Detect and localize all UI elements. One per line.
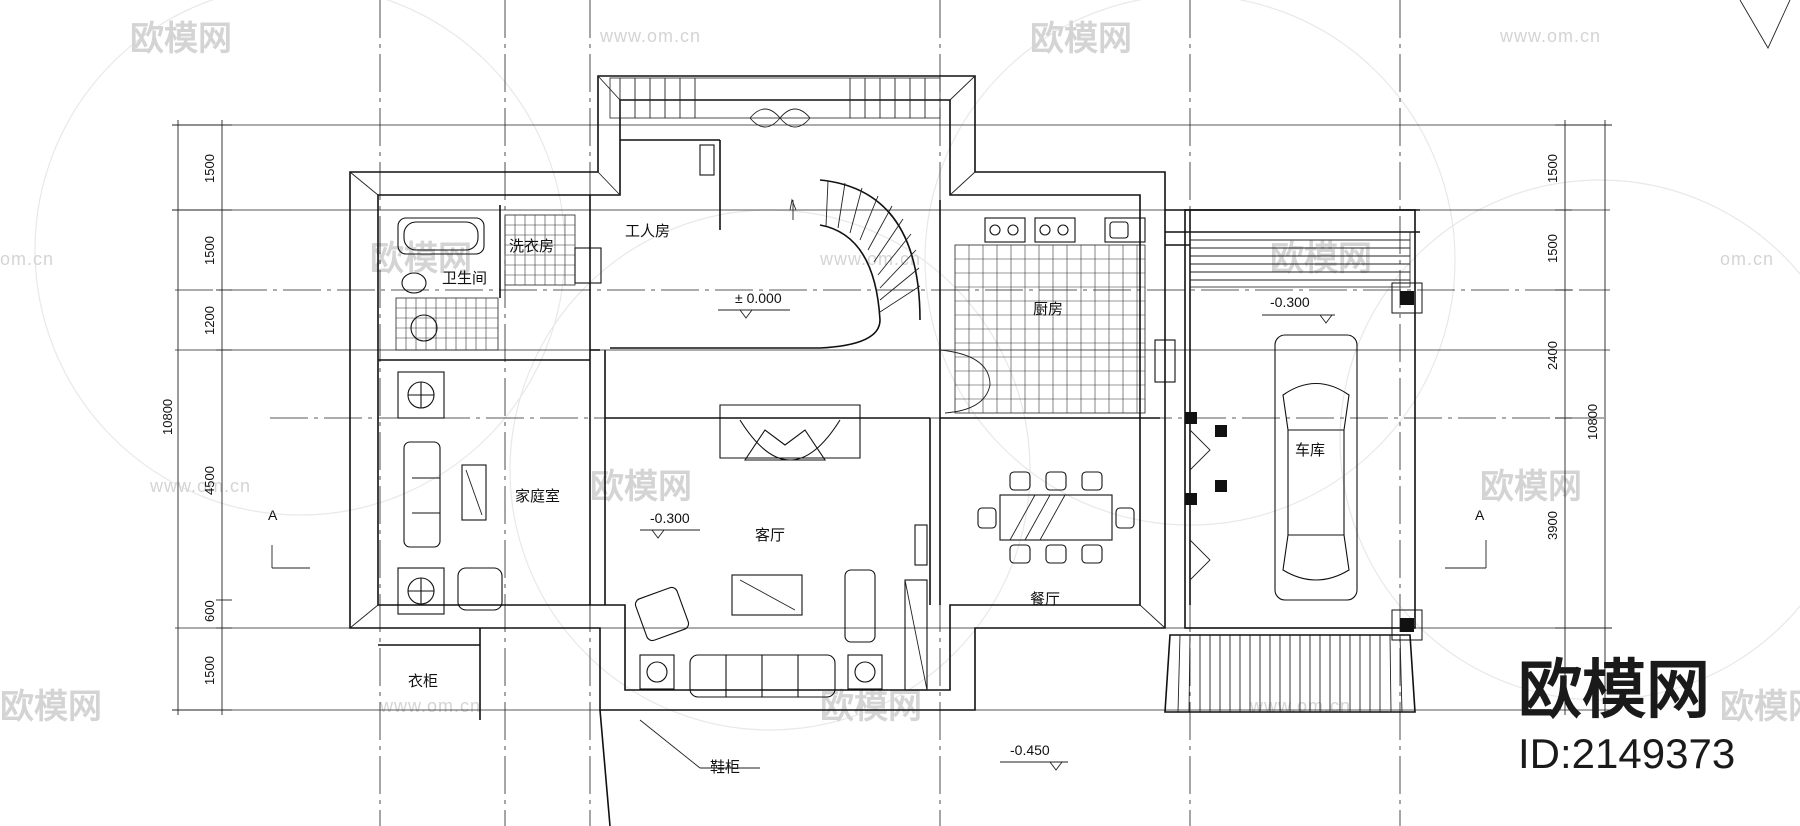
brand-id: ID:2149373 (1518, 730, 1735, 777)
dim-right-2: 1500 (1545, 234, 1560, 263)
level-garage: -0.300 (1270, 294, 1310, 310)
sofa-icon (403, 441, 441, 548)
dim-left-5: 600 (202, 600, 217, 622)
dim-left-total: 10800 (160, 399, 175, 435)
watermark-site: www.om.cn (379, 696, 481, 716)
level-markers: ± 0.000 -0.300 -0.300 -0.450 (640, 290, 1335, 771)
dim-right-3: 2400 (1545, 341, 1560, 370)
level-stair-hall: ± 0.000 (735, 290, 782, 306)
furniture (397, 144, 1176, 698)
dim-left-2: 1500 (202, 236, 217, 265)
north-arrow-icon (1739, 0, 1791, 49)
room-labels: 家庭室 客厅 餐厅 厨房 车库 工人房 洗衣房 卫生间 衣柜 鞋柜 (408, 222, 1325, 776)
dim-right-total: 10800 (1585, 404, 1600, 440)
label-living-room: 客厅 (755, 526, 785, 544)
watermark-brand: 欧模网 (1480, 467, 1582, 507)
dining-table-icon (999, 494, 1113, 541)
watermark-layer: 欧模网 www.om.cn 欧模网 www.om.cn om.cn 欧模网 ww… (0, 0, 1800, 731)
level-outside: -0.450 (1010, 742, 1050, 758)
dim-left-1: 1500 (202, 154, 217, 183)
coffee-table-icon (461, 464, 487, 521)
label-bathroom: 卫生间 (442, 269, 487, 287)
label-wardrobe: 衣柜 (408, 672, 438, 690)
watermark-site: om.cn (0, 249, 54, 269)
section-mark-right: A (1475, 507, 1485, 523)
right-dimension-chain: 1500 1500 2400 3900 10800 (1545, 120, 1612, 715)
watermark-brand: 欧模网 (0, 687, 102, 727)
label-kitchen: 厨房 (1033, 300, 1063, 318)
fridge-icon (1154, 339, 1176, 383)
brand-logo: 欧模网 ID:2149373 (1518, 654, 1735, 777)
brand-name: 欧模网 (1518, 654, 1710, 728)
armchair-icon (634, 586, 690, 642)
side-table-icon (847, 654, 883, 690)
level-living: -0.300 (650, 510, 690, 526)
toilet-icon (401, 272, 427, 294)
spiral-staircase (610, 179, 991, 414)
dim-left-3: 1200 (202, 306, 217, 335)
watermark-site: om.cn (1720, 249, 1774, 269)
bathtub-icon (397, 217, 485, 255)
watermark-site: www.om.cn (149, 476, 251, 496)
stove-icon (1034, 217, 1076, 243)
label-garage: 车库 (1295, 441, 1325, 459)
armchair-icon (457, 567, 503, 611)
dim-right-4: 3900 (1545, 511, 1560, 540)
garage-structure (1164, 209, 1423, 713)
label-family-room: 家庭室 (515, 487, 560, 505)
side-table-icon (397, 371, 445, 419)
car-icon (1274, 334, 1358, 601)
fireplace-icon (743, 429, 827, 461)
label-shoe-cabinet: 鞋柜 (710, 758, 740, 776)
label-dining-room: 餐厅 (1030, 590, 1060, 608)
watermark-site: www.om.cn (1249, 696, 1351, 716)
kitchen-tile (954, 244, 1146, 414)
bathroom-tile (395, 297, 499, 351)
watermark-site: www.om.cn (1499, 26, 1601, 46)
watermark-brand: 欧模网 (1720, 687, 1800, 727)
dim-left-6: 1500 (202, 656, 217, 685)
watermark-brand: 欧模网 (370, 239, 472, 279)
coffee-table-icon (731, 574, 803, 616)
top-terrace (609, 77, 941, 128)
watermark-site: www.om.cn (819, 249, 921, 269)
watermark-brand: 欧模网 (1030, 19, 1132, 59)
sofa-icon (844, 569, 876, 643)
sink-icon (1104, 217, 1146, 243)
watermark-brand: 欧模网 (130, 19, 232, 59)
watermark-brand: 欧模网 (1270, 239, 1372, 279)
stove-icon (984, 217, 1026, 243)
side-table-icon (397, 567, 445, 615)
dim-left-4: 4500 (202, 466, 217, 495)
dim-right-1: 1500 (1545, 154, 1560, 183)
label-servant-room: 工人房 (625, 222, 670, 240)
basin-icon (410, 314, 438, 342)
side-table-icon (639, 654, 675, 690)
section-marks: A A (268, 507, 1487, 569)
watermark-brand: 欧模网 (820, 687, 922, 727)
section-mark-left: A (268, 507, 278, 523)
watermark-site: www.om.cn (599, 26, 701, 46)
left-dimension-chain: 1500 1500 1200 4500 600 1500 10800 (160, 120, 232, 715)
watermark-brand: 欧模网 (590, 467, 692, 507)
washer-icon (574, 247, 602, 284)
label-laundry: 洗衣房 (509, 237, 554, 255)
